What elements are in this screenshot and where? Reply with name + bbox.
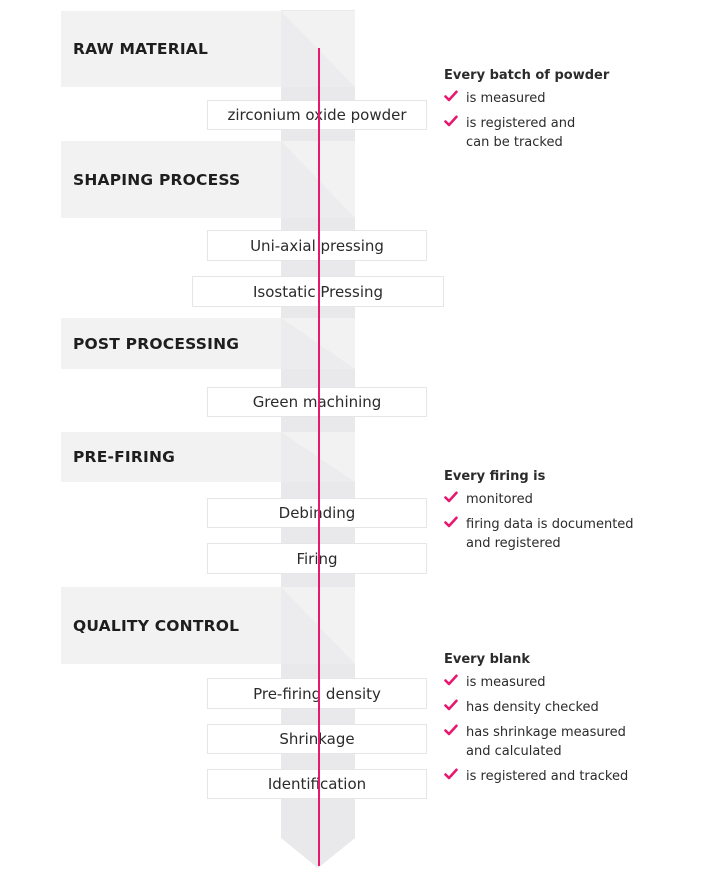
note-item-text: is measured	[466, 675, 546, 690]
note-item: firing data is documented and registered	[444, 515, 664, 553]
note-title: Every blank	[444, 652, 531, 667]
stage-label: QUALITY CONTROL	[73, 616, 240, 635]
note-item-text: firing data is documented and registered	[466, 517, 634, 551]
stage-label: SHAPING PROCESS	[73, 170, 241, 189]
note-item-text: has density checked	[466, 700, 599, 715]
note-item-text: is measured	[466, 91, 546, 106]
stage-label: PRE-FIRING	[73, 448, 176, 466]
check-icon	[444, 90, 466, 102]
note-item-text: is registered and can be tracked	[466, 116, 576, 150]
note-item-text: is registered and tracked	[466, 769, 629, 784]
note-item: is measured	[444, 89, 644, 108]
step-green-machining: Green machining	[207, 387, 427, 417]
stage-post-processing: POST PROCESSING	[61, 318, 281, 369]
check-icon	[444, 699, 466, 711]
step-shrinkage: Shrinkage	[207, 724, 427, 754]
note-title: Every batch of powder	[444, 68, 610, 83]
note-item: has shrinkage measured and calculated	[444, 723, 664, 761]
note-firing: Every firing is monitored firing data is…	[444, 469, 664, 559]
stage-label: RAW MATERIAL	[73, 40, 209, 58]
stage-shaping-process: SHAPING PROCESS	[61, 141, 281, 218]
check-icon	[444, 674, 466, 686]
note-item-text: monitored	[466, 492, 533, 507]
step-zirconium-oxide-powder: zirconium oxide powder	[207, 100, 427, 130]
note-powder: Every batch of powder is measured is reg…	[444, 68, 644, 158]
check-icon	[444, 724, 466, 736]
step-debinding: Debinding	[207, 498, 427, 528]
step-identification: Identification	[207, 769, 427, 799]
note-blank: Every blank is measured has density chec…	[444, 652, 664, 792]
note-item-text: has shrinkage measured and calculated	[466, 725, 626, 759]
stage-quality-control: QUALITY CONTROL	[61, 587, 281, 664]
note-title: Every firing is	[444, 469, 546, 484]
step-pre-firing-density: Pre-firing density	[207, 678, 427, 709]
check-icon	[444, 491, 466, 503]
note-item: is measured	[444, 673, 664, 692]
check-icon	[444, 115, 466, 127]
note-item: monitored	[444, 490, 664, 509]
note-item: is registered and can be tracked	[444, 114, 644, 152]
note-item: is registered and tracked	[444, 767, 664, 786]
step-firing: Firing	[207, 543, 427, 574]
process-timeline-line	[318, 48, 320, 866]
stage-pre-firing: PRE-FIRING	[61, 432, 281, 482]
step-uni-axial-pressing: Uni-axial pressing	[207, 230, 427, 261]
stage-label: POST PROCESSING	[73, 334, 240, 353]
check-icon	[444, 768, 466, 780]
note-item: has density checked	[444, 698, 664, 717]
check-icon	[444, 516, 466, 528]
stage-raw-material: RAW MATERIAL	[61, 11, 281, 87]
